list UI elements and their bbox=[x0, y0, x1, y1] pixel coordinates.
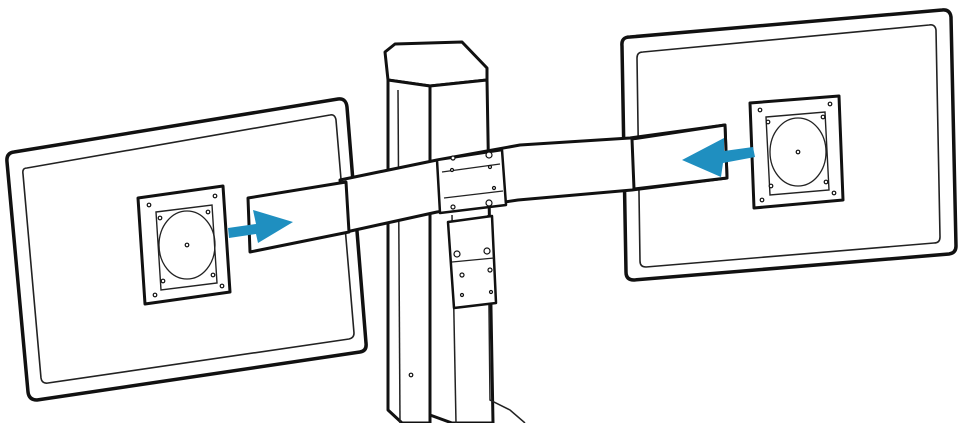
arrow-right-icon bbox=[228, 210, 293, 243]
cross-arm bbox=[246, 123, 729, 310]
arrow-left-icon bbox=[682, 138, 755, 177]
left-vesa-plate bbox=[136, 184, 232, 306]
right-vesa-plate bbox=[748, 94, 845, 210]
